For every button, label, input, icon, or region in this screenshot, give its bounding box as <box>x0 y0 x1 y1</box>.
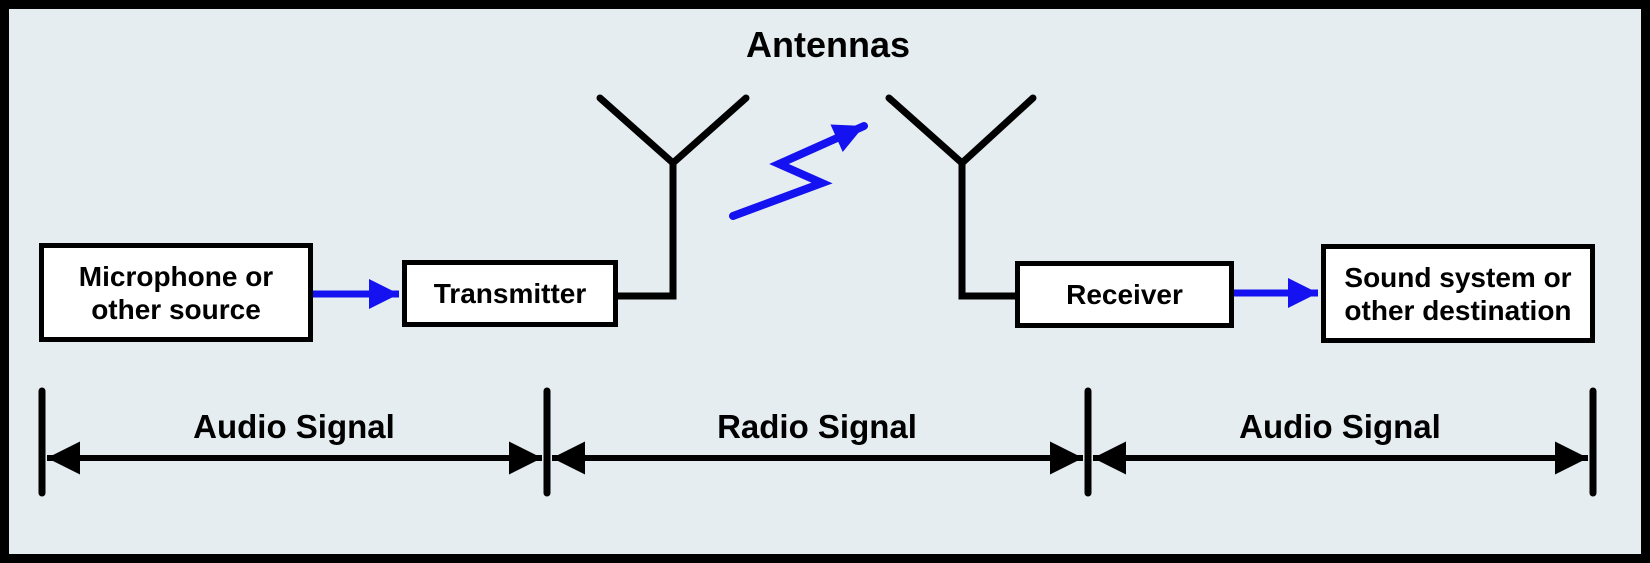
receiver-box: Receiver <box>1015 261 1234 328</box>
source-box: Microphone or other source <box>39 243 313 342</box>
destination-box-label: Sound system or other destination <box>1344 261 1572 326</box>
transmitter-box-label: Transmitter <box>433 278 587 309</box>
transmitter-box: Transmitter <box>402 260 618 327</box>
antenna-left-icon <box>596 94 750 300</box>
audio-signal-right-label: Audio Signal <box>1239 408 1441 445</box>
destination-box: Sound system or other destination <box>1321 244 1595 343</box>
source-box-label: Microphone or other source <box>78 260 274 325</box>
receiver-box-label: Receiver <box>1066 279 1183 310</box>
diagram-title: Antennas <box>745 24 911 65</box>
antenna-right-icon <box>885 94 1037 300</box>
radio-wave-arrow-icon <box>729 122 868 220</box>
radio-signal-label: Radio Signal <box>717 408 917 445</box>
measurement-ticks <box>38 387 1597 497</box>
audio-signal-left-label: Audio Signal <box>193 408 395 445</box>
